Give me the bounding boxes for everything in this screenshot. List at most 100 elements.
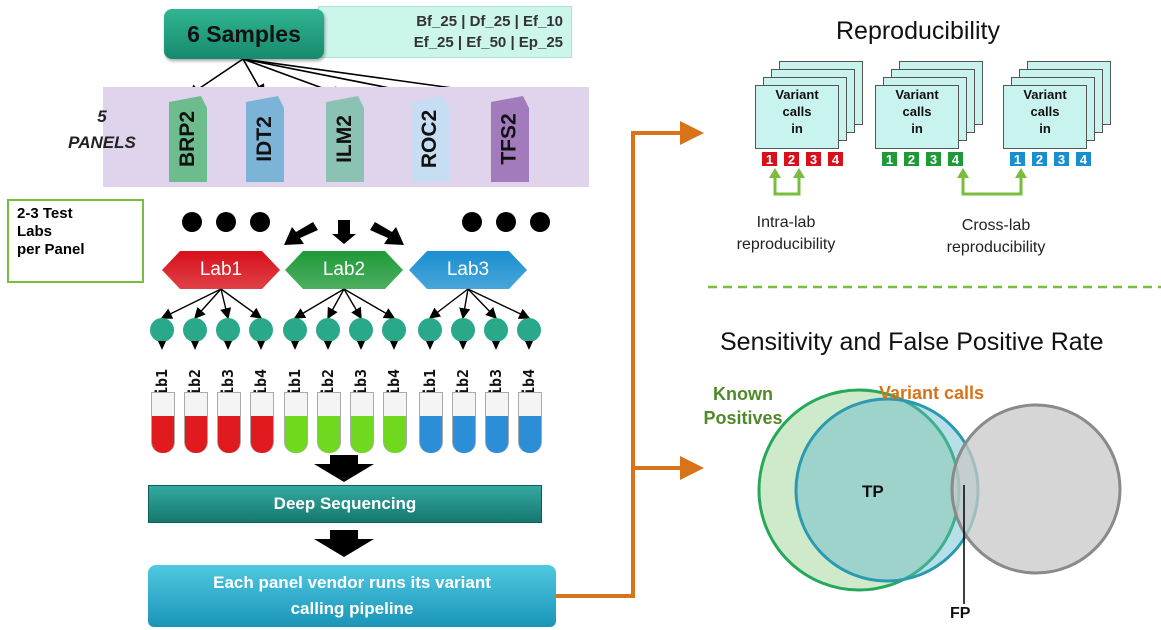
library-node bbox=[516, 318, 542, 357]
samples-title: 6 Samples bbox=[164, 9, 324, 59]
test-tube bbox=[317, 392, 341, 453]
samples-list-line2: Ef_25 | Ef_50 | Ep_25 bbox=[413, 34, 563, 51]
test-tube bbox=[184, 392, 208, 453]
library-node bbox=[149, 318, 175, 357]
pipeline-line2: calling pipeline bbox=[290, 599, 414, 618]
dot-icon bbox=[216, 212, 236, 232]
test-tube bbox=[151, 392, 175, 453]
test-tube bbox=[518, 392, 542, 453]
doc-text-line: Variant bbox=[775, 87, 819, 102]
intra-lab-label: Intra-lab reproducibility bbox=[711, 212, 861, 256]
lab-3: Lab3 bbox=[409, 251, 527, 289]
intra-lab-line1: Intra-lab bbox=[756, 214, 816, 231]
panel-tag-roc2: ROC2 bbox=[411, 96, 449, 182]
venn-title: Sensitivity and False Positive Rate bbox=[720, 328, 1104, 356]
test-tube bbox=[250, 392, 274, 453]
panels-count: 5 bbox=[97, 107, 107, 126]
labs-note-line2: Labs bbox=[17, 223, 53, 240]
replicate-number-box: 2 bbox=[783, 151, 800, 167]
dot-icon bbox=[182, 212, 202, 232]
doc-text-line: calls bbox=[782, 104, 812, 119]
pipeline-line1: Each panel vendor runs its variant bbox=[213, 573, 491, 592]
ellipsis-left bbox=[182, 212, 270, 232]
cross-lab-line2: reproducibility bbox=[946, 239, 1046, 256]
intra-lab-line2: reproducibility bbox=[736, 236, 836, 253]
dot-icon bbox=[530, 212, 550, 232]
panel-name: ILM2 bbox=[333, 115, 356, 163]
test-tube bbox=[383, 392, 407, 453]
fp-label: FP bbox=[950, 605, 971, 622]
replicate-number-box: 4 bbox=[1075, 151, 1092, 167]
dot-icon bbox=[496, 212, 516, 232]
replicate-number-box: 3 bbox=[1053, 151, 1070, 167]
library-node bbox=[450, 318, 476, 357]
replicate-number-box: 1 bbox=[1009, 151, 1026, 167]
replicate-number-box: 3 bbox=[925, 151, 942, 167]
known-positives-label: Known Positives bbox=[695, 382, 791, 430]
library-node bbox=[282, 318, 308, 357]
cross-lab-line1: Cross-lab bbox=[961, 217, 1031, 234]
samples-list-box: Bf_25 | Df_25 | Ef_10 Ef_25 | Ef_50 | Ep… bbox=[318, 6, 572, 58]
variant-calls-doc: Variant calls in bbox=[1003, 85, 1087, 149]
library-node bbox=[417, 318, 443, 357]
ellipsis-right bbox=[462, 212, 550, 232]
known-line2: Positives bbox=[703, 408, 783, 428]
replicate-number-box: 2 bbox=[903, 151, 920, 167]
replicate-number-box: 3 bbox=[805, 151, 822, 167]
replicate-number-box: 4 bbox=[947, 151, 964, 167]
replicate-number-box: 4 bbox=[827, 151, 844, 167]
test-tube bbox=[485, 392, 509, 453]
cross-lab-label: Cross-lab reproducibility bbox=[921, 215, 1071, 259]
replicate-number-box: 1 bbox=[881, 151, 898, 167]
dot-icon bbox=[462, 212, 482, 232]
down-arrow-icon bbox=[314, 530, 374, 557]
labs-note-line3: per Panel bbox=[17, 241, 85, 258]
doc-text-line: Variant bbox=[1023, 87, 1067, 102]
panel-tag-tfs2: TFS2 bbox=[491, 96, 529, 182]
panels-word: PANELS bbox=[68, 133, 136, 152]
library-node bbox=[215, 318, 241, 357]
replicate-number-box: 1 bbox=[761, 151, 778, 167]
test-tube bbox=[452, 392, 476, 453]
doc-text-line: in bbox=[1039, 121, 1051, 136]
variant-calls-label: Variant calls bbox=[879, 383, 985, 403]
panel-name: TFS2 bbox=[498, 113, 521, 165]
panel-name: BRP2 bbox=[176, 110, 199, 168]
library-node bbox=[248, 318, 274, 357]
tp-label: TP bbox=[862, 482, 884, 501]
doc-text-line: in bbox=[911, 121, 923, 136]
panel-tag-ilm2: ILM2 bbox=[326, 96, 364, 182]
library-node bbox=[348, 318, 374, 357]
grey-circle bbox=[950, 403, 1122, 575]
labs-note-box: 2-3 Test Labs per Panel bbox=[7, 199, 144, 283]
panel-name: IDT2 bbox=[253, 116, 277, 162]
library-node bbox=[315, 318, 341, 357]
library-node bbox=[381, 318, 407, 357]
doc-text-line: in bbox=[791, 121, 803, 136]
panel-tag-idt2: IDT2 bbox=[246, 96, 284, 182]
panel-tag-brp2: BRP2 bbox=[169, 96, 207, 182]
known-line1: Known bbox=[713, 384, 773, 404]
library-node bbox=[483, 318, 509, 357]
test-tube bbox=[419, 392, 443, 453]
panel-name: ROC2 bbox=[418, 109, 442, 169]
variant-calls-doc: Variant calls in bbox=[755, 85, 839, 149]
samples-list-line1: Bf_25 | Df_25 | Ef_10 bbox=[416, 13, 563, 30]
doc-text-line: calls bbox=[1030, 104, 1060, 119]
dot-icon bbox=[250, 212, 270, 232]
labs-note-line1: 2-3 Test bbox=[17, 205, 73, 222]
doc-text-line: Variant bbox=[895, 87, 939, 102]
replicate-number-box: 2 bbox=[1031, 151, 1048, 167]
library-node bbox=[182, 318, 208, 357]
reproducibility-title: Reproducibility bbox=[836, 17, 1000, 45]
test-tube bbox=[284, 392, 308, 453]
down-arrow-icon bbox=[314, 455, 374, 482]
deep-sequencing-bar: Deep Sequencing bbox=[148, 485, 542, 523]
panels-label: 5 PANELS bbox=[58, 104, 146, 156]
lab-1: Lab1 bbox=[162, 251, 280, 289]
lab-2: Lab2 bbox=[285, 251, 403, 289]
pipeline-box: Each panel vendor runs its variant calli… bbox=[148, 565, 556, 627]
test-tube bbox=[350, 392, 374, 453]
